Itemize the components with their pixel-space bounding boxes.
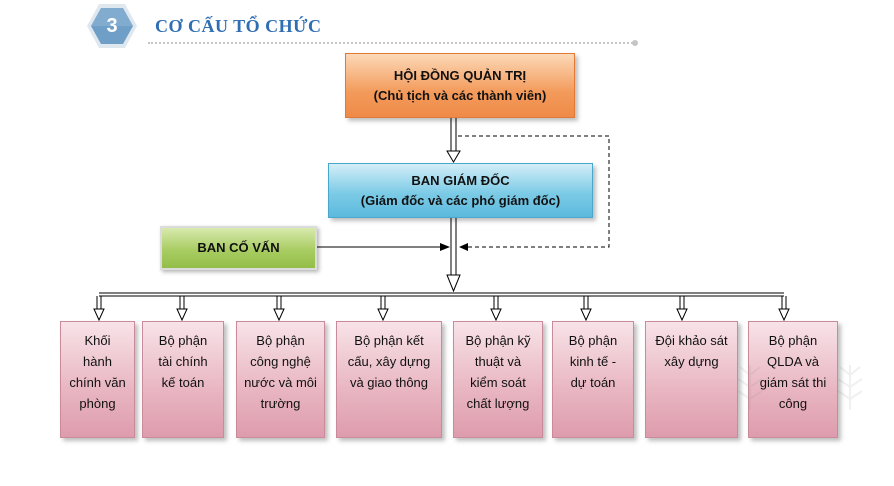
department-line: trường <box>260 396 301 411</box>
department-bus <box>99 292 784 297</box>
management-title: BAN GIÁM ĐỐC <box>411 172 510 188</box>
department-box-survey: Đội khảo sát xây dựng <box>645 321 738 438</box>
board-of-directors-box: HỘI ĐỒNG QUẢN TRỊ (Chủ tịch và các thành… <box>345 53 575 118</box>
management-box: BAN GIÁM ĐỐC (Giám đốc và các phó giám đ… <box>328 163 593 218</box>
advisory-board-label: BAN CỐ VẤN <box>197 240 280 255</box>
department-line: xây dựng <box>664 354 719 369</box>
department-line: giám sát thi <box>759 375 827 390</box>
department-drop-arrows <box>93 296 790 322</box>
department-line: cấu, xây dựng <box>347 354 431 369</box>
title-divider <box>148 42 636 44</box>
department-line: và giao thông <box>349 375 429 390</box>
page-title: CƠ CẤU TỔ CHỨC <box>155 16 322 36</box>
department-line: công nghệ <box>250 354 311 369</box>
advisor-arrow <box>317 243 450 251</box>
department-line: công <box>778 396 808 411</box>
department-line: tài chính <box>158 354 208 369</box>
department-line: kế toán <box>161 375 205 390</box>
board-subtitle: (Chủ tịch và các thành viên) <box>373 87 547 103</box>
hexagon-icon <box>87 4 137 48</box>
department-line: phòng <box>79 396 116 411</box>
step-badge: 3 <box>86 2 138 50</box>
department-line: kiểm soát <box>470 375 526 390</box>
department-line: chính văn <box>69 375 126 390</box>
department-line: Bộ phận kết <box>354 333 424 348</box>
board-to-directors-arrow <box>446 118 461 163</box>
department-line: Khối <box>84 333 111 348</box>
department-box-admin: Khối hành chính văn phòng <box>60 321 135 438</box>
department-line: Bộ phận <box>158 333 208 348</box>
advisory-board-box: BAN CỐ VẤN <box>160 226 317 270</box>
department-box-structure: Bộ phận kết cấu, xây dựng và giao thông <box>336 321 442 438</box>
department-line: Bộ phận <box>568 333 618 348</box>
department-box-quality: Bộ phận kỹ thuật và kiểm soát chất lượng <box>453 321 543 438</box>
dashed-feedback-line <box>458 135 610 248</box>
leaf-watermark-icon <box>737 365 863 410</box>
department-line: Bộ phận <box>256 333 305 348</box>
department-line: hành <box>83 354 112 369</box>
department-box-project-mgmt: Bộ phận QLDA và giám sát thi công <box>748 321 838 438</box>
department-line: Bộ phận <box>768 333 818 348</box>
department-line: dự toán <box>570 375 616 390</box>
department-line: kinh tế - <box>569 354 617 369</box>
title-divider-dot <box>632 40 638 46</box>
department-box-water-tech: Bộ phận công nghệ nước và môi trường <box>236 321 325 438</box>
management-subtitle: (Giám đốc và các phó giám đốc) <box>360 192 561 208</box>
board-title: HỘI ĐỒNG QUẢN TRỊ <box>393 67 527 83</box>
department-line: Bộ phận kỹ <box>465 333 531 348</box>
department-box-finance: Bộ phận tài chính kế toán <box>142 321 224 438</box>
department-line: chất lượng <box>466 396 530 411</box>
dashed-arrowhead <box>459 243 468 251</box>
department-line: Đội khảo sát <box>655 333 728 348</box>
department-box-estimates: Bộ phận kinh tế - dự toán <box>552 321 634 438</box>
department-line: QLDA và <box>766 354 820 369</box>
step-number: 3 <box>106 15 118 37</box>
directors-to-departments-arrow <box>446 218 461 293</box>
department-line: thuật và <box>474 354 522 369</box>
department-line: nước và môi <box>244 375 317 390</box>
